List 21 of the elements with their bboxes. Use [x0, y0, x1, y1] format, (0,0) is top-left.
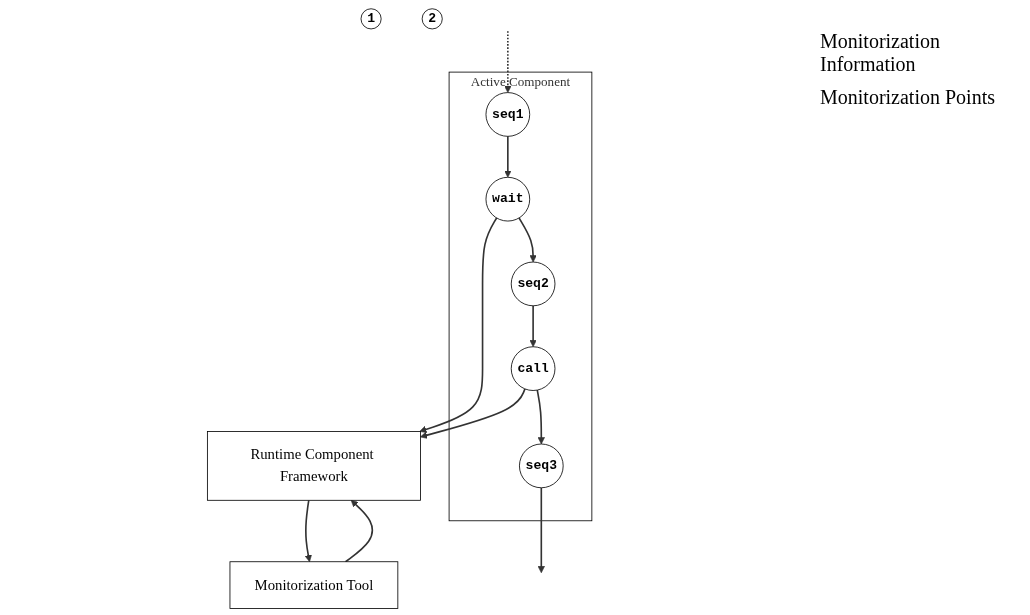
arrow	[536, 389, 546, 445]
arrow	[518, 217, 538, 263]
arrow	[345, 499, 374, 563]
annotation-text: Monitorization Information	[820, 30, 941, 76]
arrow	[305, 499, 313, 563]
annotation-text: Monitorization Points	[820, 86, 996, 109]
arrow	[504, 135, 512, 178]
node-circle: wait	[485, 176, 531, 222]
node-circle: 2	[422, 8, 444, 30]
arrow	[420, 388, 527, 439]
arrow	[419, 217, 498, 433]
node-box: Monitorization Tool	[229, 561, 399, 609]
node-box: Runtime Component Framework	[207, 431, 422, 501]
arrow	[538, 486, 546, 574]
arrow	[504, 30, 512, 93]
node-circle: seq1	[485, 92, 531, 137]
node-circle: call	[511, 346, 556, 391]
node-circle: 1	[360, 8, 382, 30]
node-circle: seq2	[511, 261, 556, 307]
node-circle: seq3	[519, 443, 564, 489]
arrow	[529, 304, 538, 348]
